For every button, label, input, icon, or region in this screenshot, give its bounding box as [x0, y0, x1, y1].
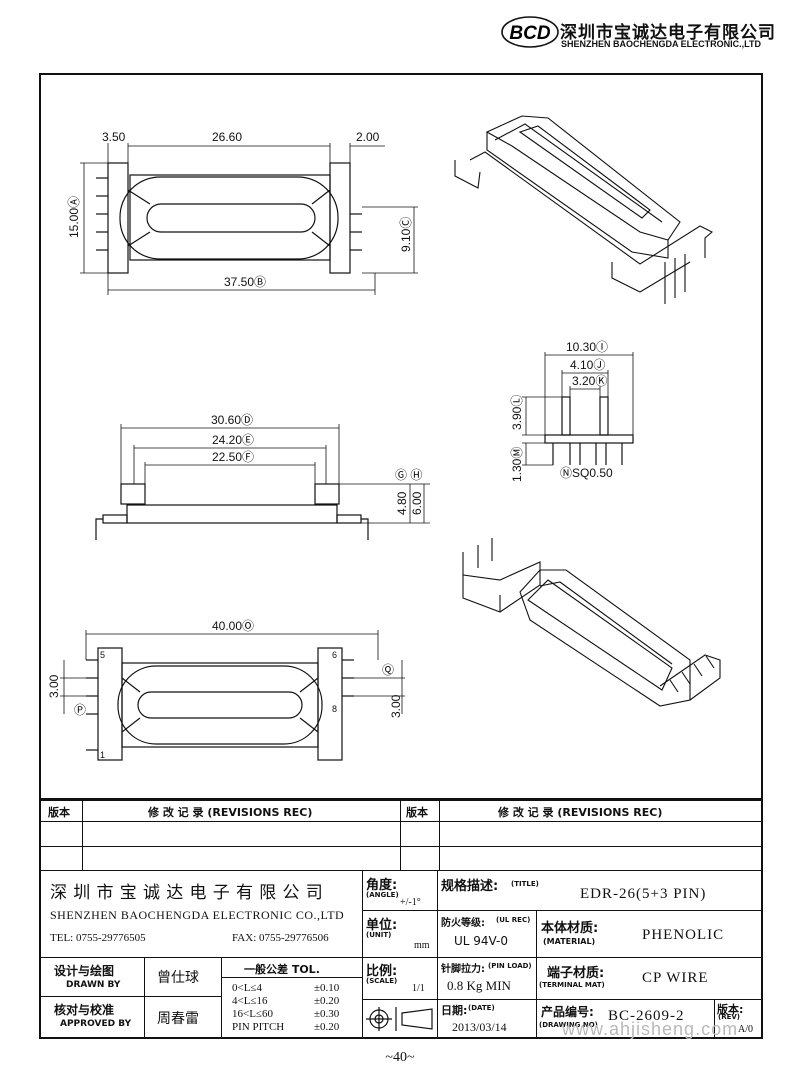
tb-material-en: (MATERIAL) [543, 937, 596, 946]
tb-drawn-by-en: DRAWN BY [66, 980, 121, 990]
top-view [96, 162, 362, 274]
dim-bottom-right: 3.00 [389, 694, 403, 718]
tb-drawing-no-en: (DRAWING NO) [539, 1021, 598, 1029]
tb-rev-en: (REV) [718, 1013, 740, 1021]
tb-unit-en: (UNIT) [366, 931, 392, 939]
projection-symbol [366, 1007, 433, 1031]
pin-label-1: 1 [100, 750, 105, 760]
pin-label-8: 8 [332, 704, 337, 714]
rev-col-version-2: 版本 [406, 806, 428, 819]
isometric-view-bottom [462, 538, 721, 707]
tb-company-cn: 深 圳 市 宝 诚 达 电 子 有 限 公 司 [50, 883, 324, 902]
tb-material-cn: 本体材质: [541, 921, 599, 936]
tb-angle-en: (ANGLE) [366, 891, 399, 899]
dim-side-inner: 22.50Ⓕ [212, 450, 254, 464]
tb-unit-cn: 单位: [366, 918, 398, 933]
tb-terminal-en: (TERMINAL MAT) [539, 981, 605, 989]
tb-title-cn: 规格描述: [441, 879, 499, 894]
tb-date-value: 2013/03/14 [452, 1020, 507, 1034]
tb-angle-value: +/-1° [400, 897, 421, 908]
tolerance-value: ±0.10 [314, 982, 340, 994]
dim-top-center: 26.60 [212, 130, 242, 144]
company-logo: BCD [501, 16, 559, 48]
page-number: ~40~ [385, 1050, 415, 1065]
header-company-cn: 深圳市宝诚达电子有限公司 [560, 23, 776, 43]
tb-drawn-by-cn: 设计与绘图 [54, 964, 115, 978]
end-view [544, 396, 634, 465]
dim-top-left: 3.50 [102, 130, 126, 144]
dim-side-outer: 30.60Ⓓ [211, 413, 253, 427]
tolerance-range: PIN PITCH [232, 1021, 285, 1033]
dim-top-height: 15.00Ⓐ [67, 196, 81, 238]
tb-tel: TEL: 0755-29776505 [50, 932, 146, 944]
tb-pinload-value: 0.8 Kg MIN [447, 978, 511, 993]
tb-pinload-cn: 针脚拉力: [441, 964, 485, 975]
tb-approved-by-name: 周春雷 [157, 1011, 199, 1027]
tb-date-cn: 日期: [441, 1004, 468, 1017]
side-view [95, 483, 369, 540]
tolerance-range: 16<L≤60 [232, 1008, 273, 1020]
tb-approved-by-cn: 核对与校准 [54, 1003, 115, 1017]
tb-drawing-no-cn: 产品编号: [541, 1005, 594, 1019]
tb-terminal-value: CP WIRE [642, 970, 709, 986]
tb-unit-value: mm [414, 940, 430, 951]
dim-side-refs: Ⓖ Ⓗ [395, 468, 422, 482]
tb-ul-en: (UL REC) [496, 916, 531, 924]
tb-rev-value: A/0 [738, 1024, 753, 1035]
pin-label-5: 5 [100, 650, 105, 660]
tb-drawn-by-name: 曾仕球 [157, 970, 199, 986]
dim-bottom-width: 40.00Ⓞ [212, 619, 254, 633]
tb-ul-cn: 防火等级: [441, 918, 485, 929]
header-company-en: SHENZHEN BAOCHENGDA ELECTRONIC.,LTD [561, 39, 761, 49]
dim-end-h1: 3.90Ⓛ [510, 395, 524, 430]
dim-top-right: 2.00 [356, 130, 380, 144]
tolerance-range: 4<L≤16 [232, 995, 268, 1007]
tb-angle-cn: 角度: [366, 878, 398, 893]
dim-top-width: 37.50Ⓑ [224, 275, 266, 289]
dim-end-w3: 3.20Ⓚ [572, 374, 607, 388]
rev-col-record-2: 修 改 记 录 (REVISIONS REC) [498, 806, 663, 819]
tb-pinload-en: (PIN LOAD) [488, 962, 532, 970]
dim-bottom-ref-p: Ⓟ [74, 703, 86, 717]
tb-approved-by-en: APPROVED BY [60, 1019, 132, 1029]
dim-side-mid: 24.20Ⓔ [212, 433, 254, 447]
tb-company-en: SHENZHEN BAOCHENGDA ELECTRONIC CO.,LTD [50, 908, 345, 922]
tb-date-en: (DATE) [468, 1004, 495, 1012]
dim-bottom-ref-q: Ⓠ [382, 663, 394, 677]
tb-terminal-cn: 端子材质: [547, 966, 605, 981]
dim-side-h2: 6.00 [410, 491, 424, 515]
tb-scale-cn: 比例: [366, 964, 398, 979]
tolerance-value: ±0.30 [314, 1008, 340, 1020]
logo-text: BCD [509, 23, 550, 44]
dim-end-pin: ⓃSQ0.50 [560, 466, 613, 480]
dim-top-side: 9.10Ⓒ [399, 217, 413, 252]
tolerance-value: ±0.20 [314, 1021, 340, 1033]
tolerance-range: 0<L≤4 [232, 982, 262, 994]
tb-ul-value: UL 94V-0 [454, 934, 509, 948]
dim-bottom-left: 3.00 [47, 674, 61, 698]
tb-title-value: EDR-26(5+3 PIN) [580, 886, 707, 902]
dim-end-w1: 10.30Ⓘ [566, 340, 608, 354]
tolerance-value: ±0.20 [314, 995, 340, 1007]
tb-scale-value: 1/1 [412, 983, 425, 994]
tb-title-en: (TITLE) [511, 880, 539, 888]
watermark: www.ahjisheng.com [562, 1019, 739, 1039]
rev-col-record: 修 改 记 录 (REVISIONS REC) [148, 806, 313, 819]
pin-label-6: 6 [332, 650, 337, 660]
dim-end-w2: 4.10Ⓙ [570, 358, 605, 372]
tb-material-value: PHENOLIC [642, 927, 725, 943]
tb-tolerance-title: 一般公差 TOL. [244, 963, 320, 976]
isometric-view-top [454, 115, 713, 304]
tb-rev-cn: 版本: [717, 1003, 744, 1016]
bottom-view [86, 647, 354, 761]
dim-end-h2: 1.30Ⓜ [510, 447, 524, 482]
technical-drawing: 3.50 26.60 2.00 15.00Ⓐ 9.10Ⓒ 37.50Ⓑ 30.6… [47, 115, 721, 761]
tb-drawing-no-value: BC-2609-2 [608, 1008, 685, 1024]
dim-side-h1: 4.80 [395, 491, 409, 515]
tb-fax: FAX: 0755-29776506 [232, 932, 329, 944]
rev-col-version: 版本 [48, 806, 70, 819]
tb-scale-en: (SCALE) [366, 977, 398, 985]
